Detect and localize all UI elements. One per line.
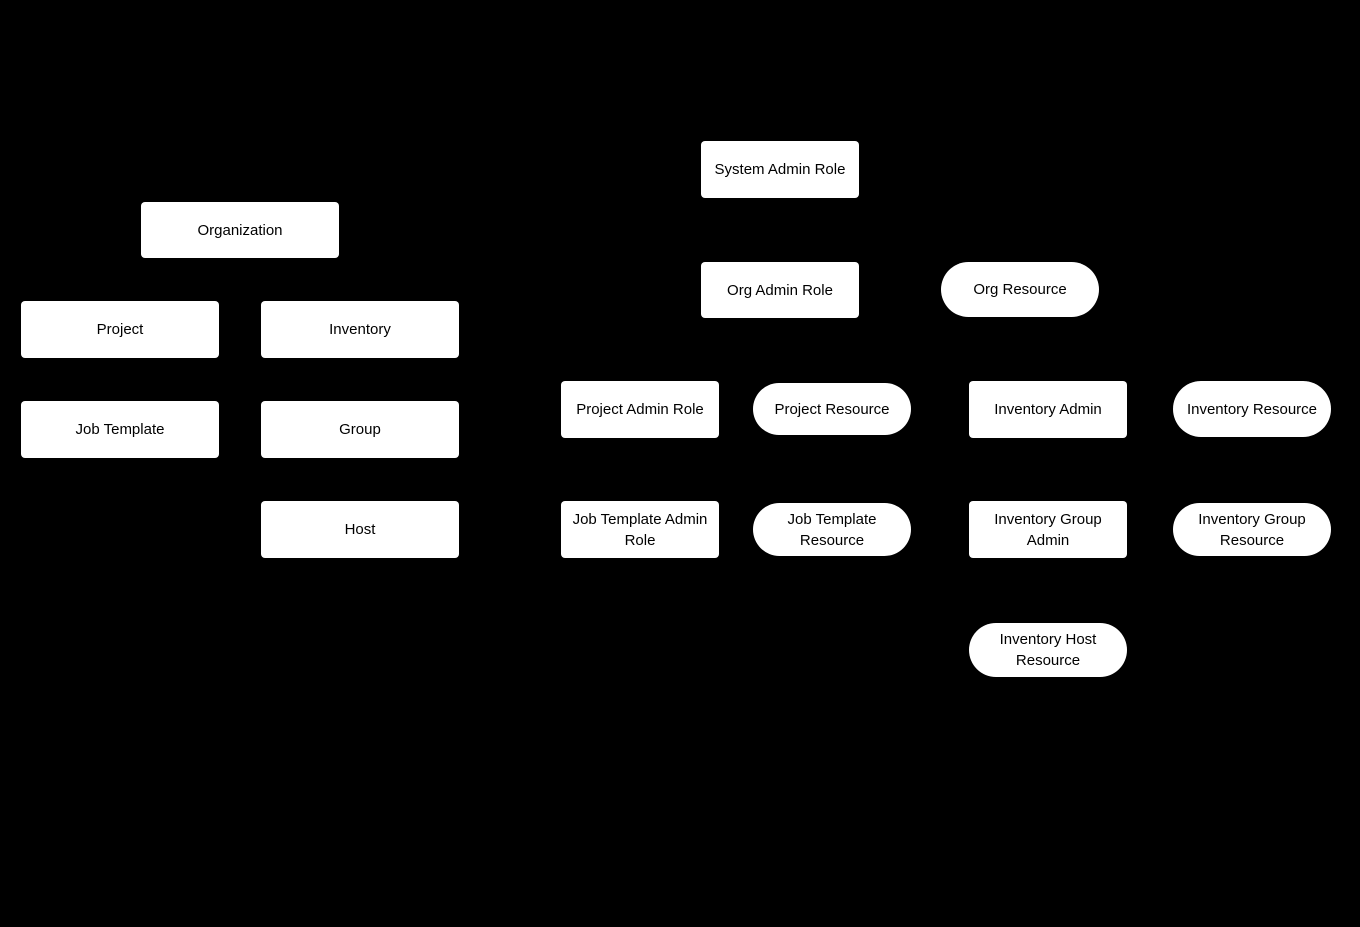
node-system-admin-role: System Admin Role xyxy=(701,141,859,198)
node-job-template: Job Template xyxy=(21,401,219,458)
node-group: Group xyxy=(261,401,459,458)
node-project-resource: Project Resource xyxy=(753,383,911,435)
node-host: Host xyxy=(261,501,459,558)
node-inventory-host-resource: Inventory Host Resource xyxy=(969,623,1127,677)
node-inventory-admin: Inventory Admin xyxy=(969,381,1127,438)
node-inventory-group-admin: Inventory Group Admin xyxy=(969,501,1127,558)
node-project-admin-role: Project Admin Role xyxy=(561,381,719,438)
node-organization: Organization xyxy=(141,202,339,258)
node-inventory-resource: Inventory Resource xyxy=(1173,381,1331,437)
node-job-template-resource: Job Template Resource xyxy=(753,503,911,556)
node-job-template-admin-role: Job Template Admin Role xyxy=(561,501,719,558)
node-org-admin-role: Org Admin Role xyxy=(701,262,859,318)
node-project: Project xyxy=(21,301,219,358)
node-inventory-group-resource: Inventory Group Resource xyxy=(1173,503,1331,556)
node-org-resource: Org Resource xyxy=(941,262,1099,317)
node-inventory: Inventory xyxy=(261,301,459,358)
